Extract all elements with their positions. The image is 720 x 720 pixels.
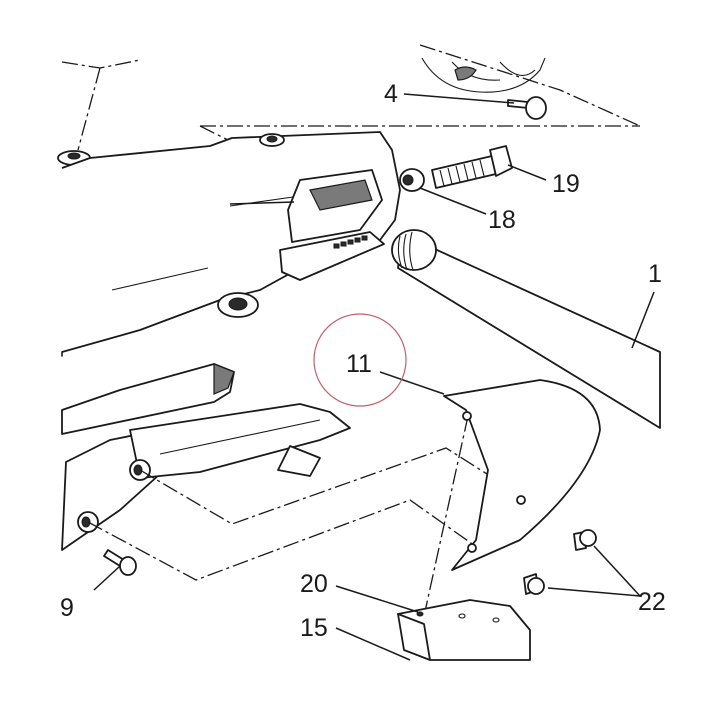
- callout-label-20: 20: [300, 570, 328, 598]
- callout-label-4: 4: [384, 80, 398, 108]
- callout-label-11: 11: [346, 350, 372, 378]
- bracket-20: [397, 599, 531, 661]
- frame-slots: [333, 235, 368, 249]
- callout-label-9: 9: [60, 594, 74, 622]
- callout-11-highlight: [313, 313, 407, 407]
- screw-4: [507, 96, 547, 120]
- lower-left-bracket: [61, 363, 351, 551]
- callout-labels: 4 19 18 1 11 9 20 15 22: [60, 80, 666, 642]
- screw-9: [103, 549, 137, 576]
- bolt-19: [431, 145, 513, 189]
- reference-lines-top: [61, 44, 641, 151]
- leader-lines: [93, 93, 655, 661]
- callout-label-18: 18: [488, 206, 516, 234]
- callout-label-15: 15: [300, 614, 328, 642]
- upper-component-outline: [421, 57, 546, 93]
- callout-label-1: 1: [648, 260, 662, 288]
- callout-label-19: 19: [552, 170, 580, 198]
- spacer-18: [399, 168, 425, 192]
- screws-22: [523, 529, 597, 595]
- tube-1: [391, 229, 661, 429]
- callout-label-22: 22: [638, 588, 666, 616]
- subframe-body: [61, 131, 401, 357]
- bracket-11: [443, 379, 601, 571]
